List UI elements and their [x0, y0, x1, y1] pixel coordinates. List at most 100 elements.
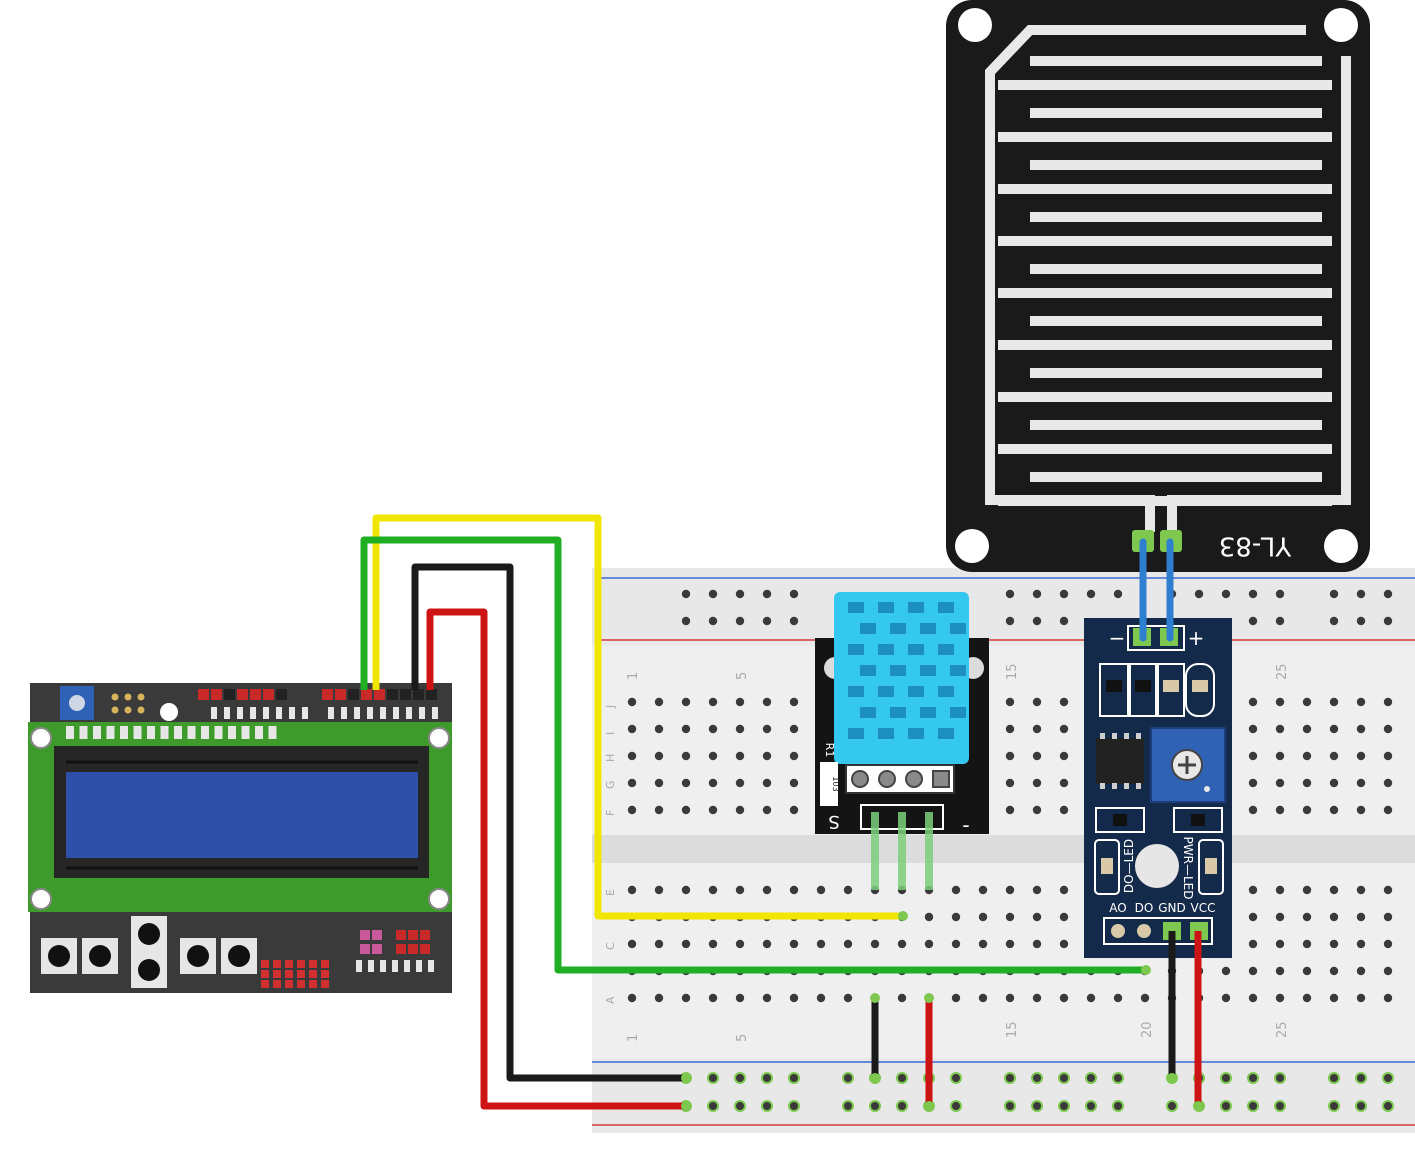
breadboard-hole [654, 778, 664, 788]
smd-component [1129, 663, 1157, 717]
vent-slot [848, 602, 864, 613]
output-pin-do [1137, 924, 1151, 938]
bottom-pin [420, 944, 430, 954]
rail-hole [950, 1100, 962, 1112]
col-number-top: 5 [735, 672, 750, 680]
row-letters-bottom: E C A [604, 889, 617, 1004]
breadboard-hole [1059, 885, 1069, 895]
breadboard-hole [708, 885, 718, 895]
vent-slot [878, 686, 894, 697]
breadboard-hole [789, 993, 799, 1003]
keypad-button-right[interactable] [180, 938, 216, 974]
rail-hole [1275, 616, 1285, 626]
bottom-pin [285, 970, 293, 978]
dht-sensor-housing [834, 592, 969, 764]
ic-pin [1124, 733, 1129, 739]
bottom-pin [309, 970, 317, 978]
bottom-pin [380, 960, 386, 972]
row-letter: F [604, 810, 617, 816]
keypad-button-down[interactable] [131, 952, 167, 988]
keypad-button-up[interactable] [131, 916, 167, 952]
breadboard-hole [1302, 912, 1312, 922]
breadboard-hole [627, 697, 637, 707]
breadboard-hole [1329, 751, 1339, 761]
bottom-pin [297, 970, 305, 978]
rail-hole [1248, 589, 1258, 599]
dht-signal-label: S [828, 811, 839, 832]
breadboard-hole [1005, 778, 1015, 788]
header-pin [413, 689, 424, 700]
pwr-led-icon [1198, 839, 1224, 895]
rail-hole [1356, 589, 1366, 599]
rail-hole [788, 1100, 800, 1112]
breadboard-hole [1329, 939, 1339, 949]
bottom-pin [285, 960, 293, 968]
breadboard-hole [1032, 885, 1042, 895]
lcd-pin [160, 726, 169, 739]
smd-component [1095, 807, 1145, 833]
breadboard-hole [1005, 805, 1015, 815]
bottom-pin [396, 930, 406, 940]
mounting-hole-icon [30, 727, 52, 749]
header-pin [367, 707, 373, 719]
vent-slot [860, 623, 876, 634]
breadboard-hole [681, 724, 691, 734]
vent-slot [938, 686, 954, 697]
breadboard-hole [843, 993, 853, 1003]
lcd-pin [268, 726, 277, 739]
breadboard-hole [627, 778, 637, 788]
ic-pin [1136, 783, 1141, 789]
rail-hole [1275, 589, 1285, 599]
smd-pad [1192, 680, 1208, 692]
rail-hole [1059, 589, 1069, 599]
vent-slot [908, 728, 924, 739]
rail-hole [1383, 616, 1393, 626]
comparator-pin-labels: AO DO GND VCC [1109, 901, 1215, 915]
rail-hole [842, 1072, 854, 1084]
breadboard-hole [1275, 805, 1285, 815]
ic-pin [1112, 783, 1117, 789]
rail-hole [1059, 616, 1069, 626]
vent-slot [878, 728, 894, 739]
breadboard-hole [1329, 912, 1339, 922]
breadboard-hole [762, 993, 772, 1003]
breadboard-hole [708, 697, 718, 707]
rail-hole [1085, 1072, 1097, 1084]
keypad-button-reset[interactable] [221, 938, 257, 974]
breadboard-hole [627, 724, 637, 734]
keypad-button-left[interactable] [82, 938, 118, 974]
rail-hole [1274, 1072, 1286, 1084]
rail-hole [789, 589, 799, 599]
breadboard-hole [789, 724, 799, 734]
breadboard-hole [627, 751, 637, 761]
rail-hole [1058, 1072, 1070, 1084]
rain-sensor-model-label: YL-83 [1219, 531, 1292, 561]
rail-hole [1382, 1100, 1394, 1112]
bottom-pin [273, 970, 281, 978]
keypad-button-select[interactable] [41, 938, 77, 974]
rail-hole [1166, 1100, 1178, 1112]
breadboard-hole [1329, 778, 1339, 788]
rail-hole [789, 616, 799, 626]
breadboard-hole [1005, 885, 1015, 895]
rail-hole [1086, 589, 1096, 599]
breadboard-hole [1329, 805, 1339, 815]
breadboard-hole [1032, 751, 1042, 761]
dht-vent-grill [848, 602, 966, 739]
rail-hole [1220, 1100, 1232, 1112]
breadboard-hole [681, 805, 691, 815]
breadboard-hole [1005, 697, 1015, 707]
red-power-wire [426, 608, 686, 1110]
trace-outer [1167, 56, 1351, 532]
rail-hole [762, 616, 772, 626]
breadboard: 1 5 15 20 25 1 5 15 20 25 J I H G F E C … [592, 568, 1415, 1133]
breadboard-hole [924, 939, 934, 949]
breadboard-hole [1356, 778, 1366, 788]
breadboard-hole [1302, 966, 1312, 976]
breadboard-hole [1275, 993, 1285, 1003]
breadboard-hole [762, 805, 772, 815]
bottom-pin [273, 980, 281, 988]
lcd-pin [228, 726, 236, 739]
col-number-bottom: 1 [626, 1034, 641, 1042]
breadboard-hole [1032, 912, 1042, 922]
